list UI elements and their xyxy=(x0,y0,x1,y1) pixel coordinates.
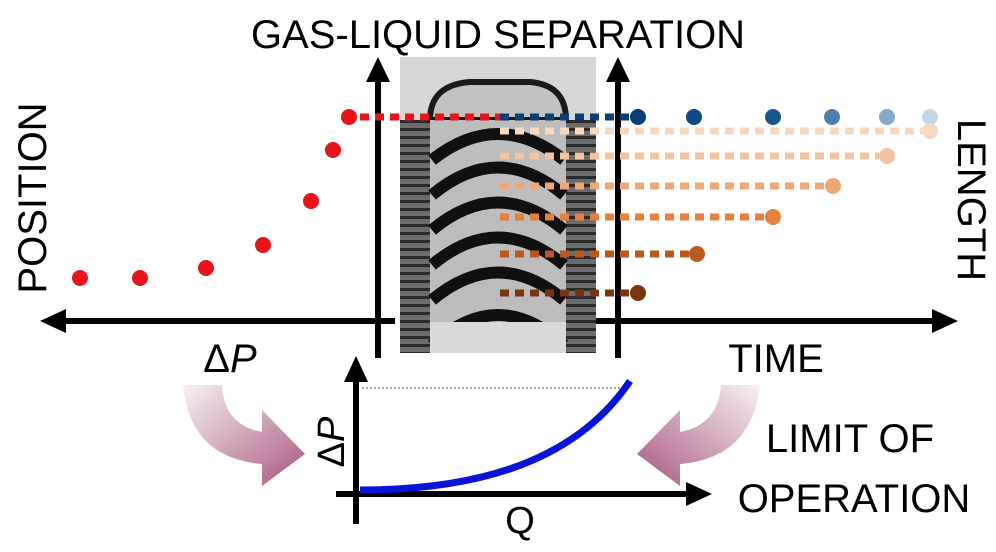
position-point xyxy=(255,237,271,253)
length-point xyxy=(879,148,895,164)
length-axis-label: LENGTH xyxy=(949,119,993,281)
position-point xyxy=(303,193,319,209)
top-point xyxy=(765,109,781,125)
left-curved-arrow xyxy=(183,385,305,486)
position-point xyxy=(132,270,148,286)
top-point xyxy=(922,109,938,125)
top-point xyxy=(879,109,895,125)
position-point xyxy=(198,260,214,276)
inset-pressure-label: ΔP xyxy=(311,416,353,467)
length-point xyxy=(630,285,646,301)
length-point xyxy=(765,209,781,225)
top-point xyxy=(630,109,646,125)
position-axis-label: POSITION xyxy=(11,102,55,293)
position-point xyxy=(341,109,357,125)
limit-caption-line2: OPERATION xyxy=(738,477,971,521)
time-axis-label: TIME xyxy=(728,337,824,381)
figure-title: GAS-LIQUID SEPARATION xyxy=(251,13,745,57)
pressure-flow-curve xyxy=(359,379,633,494)
flow-rate-label: Q xyxy=(505,500,535,542)
length-connectors xyxy=(500,113,922,297)
length-point xyxy=(825,178,841,194)
length-point xyxy=(922,123,938,139)
microchannel-image xyxy=(400,57,596,353)
delta-symbol: Δ xyxy=(203,337,230,381)
position-points xyxy=(72,109,357,286)
position-point xyxy=(72,270,88,286)
pressure-variable: P xyxy=(230,337,257,381)
right-curved-arrow xyxy=(637,385,760,486)
length-points xyxy=(630,109,938,301)
top-point xyxy=(686,109,702,125)
limit-caption-line1: LIMIT OF xyxy=(766,417,934,461)
position-point xyxy=(325,142,341,158)
top-point xyxy=(824,109,840,125)
length-point xyxy=(689,246,705,262)
inset-delta-symbol: Δ xyxy=(311,442,353,467)
inset-pressure-variable: P xyxy=(311,416,353,442)
inset-axes xyxy=(336,356,712,524)
main-axes xyxy=(40,57,958,358)
pressure-drop-label: ΔP xyxy=(203,337,257,381)
